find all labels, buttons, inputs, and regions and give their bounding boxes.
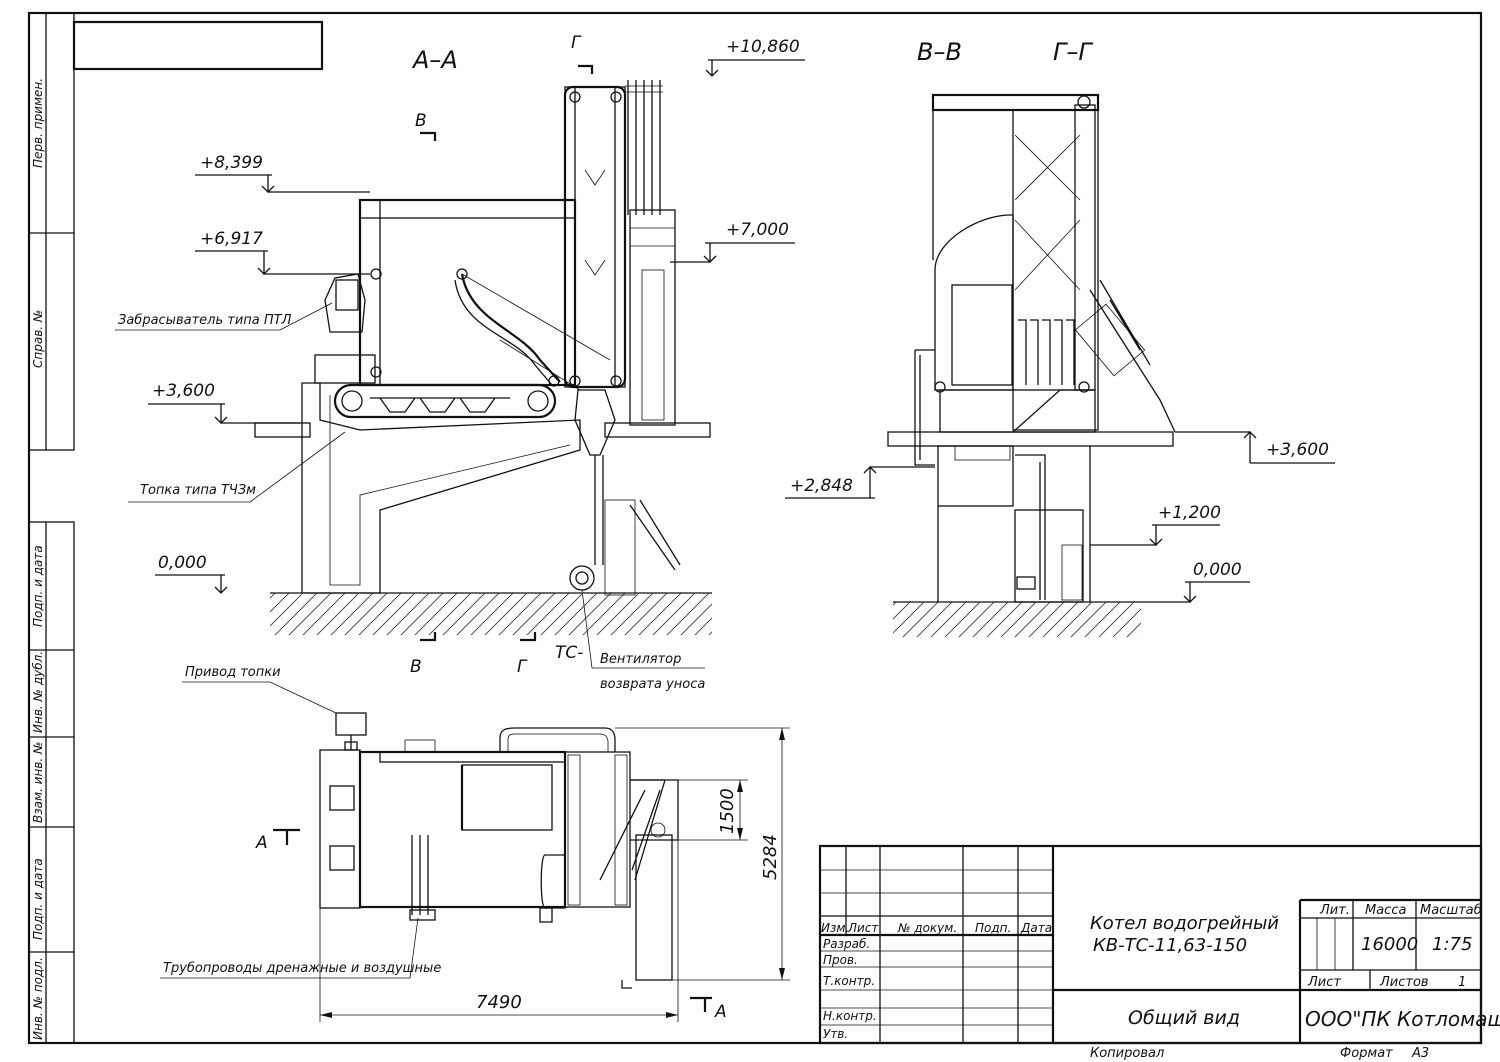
mark-v-bottom: В [410, 657, 422, 677]
callout-drive: Привод топки [182, 665, 337, 714]
tb-utv: Утв. [823, 1027, 848, 1041]
mark-a-bottom: А [714, 1002, 727, 1022]
tb-mass-value: 16000 [1361, 934, 1418, 955]
tb-izm: Изм. [821, 921, 849, 935]
mark-g-bottom: Г [517, 657, 528, 677]
elevation-8399: +8,399 [195, 153, 370, 193]
tb-company: ООО"ПК Котломаш" [1305, 1007, 1500, 1031]
svg-text:+1,200: +1,200 [1158, 503, 1221, 523]
svg-text:+8,399: +8,399 [200, 153, 263, 173]
svg-text:возврата уноса: возврата уноса [600, 677, 705, 692]
elevation-2848: +2,848 [785, 466, 935, 499]
stamp-vzam-inv: Взам. инв. № [31, 742, 45, 823]
section-aa-view [254, 80, 712, 635]
dimension-height: 5284 [615, 727, 790, 981]
tb-tkontr: Т.контр. [823, 974, 875, 988]
stamp-perv-primen: Перв. примен. [31, 78, 45, 168]
svg-text:5284: 5284 [760, 834, 781, 880]
tb-sign: Подп. [975, 921, 1011, 935]
mark-v-top: В [415, 111, 427, 131]
tb-sheet-label: Лист [1307, 975, 1341, 990]
svg-text:+3,600: +3,600 [1266, 440, 1329, 460]
svg-text:Вентилятор: Вентилятор [600, 652, 681, 667]
elevation-1200: +1,200 [1090, 503, 1221, 546]
elevation-6917: +6,917 [195, 229, 370, 275]
elevation-3600-vv: +3,600 [1175, 431, 1335, 464]
tb-lit-label: Лит. [1319, 903, 1350, 918]
svg-text:+6,917: +6,917 [200, 229, 263, 249]
section-aa-title: А–А [411, 46, 458, 74]
svg-text:Трубопроводы дренажные и возду: Трубопроводы дренажные и воздушные [163, 961, 441, 976]
title-block [818, 844, 1483, 1045]
svg-text:+7,000: +7,000 [726, 220, 789, 240]
tb-doc: № докум. [897, 921, 957, 935]
svg-text:Топка типа ТЧЗм: Топка типа ТЧЗм [140, 483, 256, 498]
sheet-frame [27, 11, 1483, 1045]
svg-text:Привод топки: Привод топки [185, 665, 281, 680]
tb-list: Лист [847, 921, 879, 935]
tb-razrab: Разраб. [823, 937, 870, 951]
elevation-3600-aa: +3,600 [148, 381, 300, 424]
callout-pipes: Трубопроводы дренажные и воздушные [160, 917, 441, 979]
stamp-podp-data-1: Подп. и дата [31, 545, 45, 627]
callout-furnace: Топка типа ТЧЗм [128, 431, 346, 503]
plan-view [319, 712, 679, 989]
stamp-inv-podl: Инв. № подл. [31, 957, 45, 1040]
section-gg-title: Г–Г [1053, 38, 1093, 66]
mark-g-top: Г [571, 33, 582, 53]
tb-subtitle: Общий вид [1128, 1007, 1240, 1029]
tb-nkontr: Н.контр. [823, 1009, 877, 1023]
svg-text:0,000: 0,000 [158, 553, 207, 573]
svg-text:7490: 7490 [476, 992, 522, 1013]
tb-scale-label: Масштаб [1420, 903, 1482, 918]
svg-text:+10,860: +10,860 [726, 37, 800, 57]
tb-sheets-label: Листов [1379, 975, 1429, 990]
dimension-sub: 1500 [678, 779, 748, 841]
svg-text:+3,600: +3,600 [152, 381, 215, 401]
mark-a-left: А [255, 833, 268, 853]
svg-text:+2,848: +2,848 [790, 476, 853, 496]
callout-fan: Вентилятор возврата уноса [581, 589, 705, 692]
tb-mass-label: Масса [1365, 903, 1406, 918]
tb-prov: Пров. [823, 953, 858, 967]
elevation-0000-aa: 0,000 [155, 553, 228, 594]
tb-date: Дата [1020, 921, 1052, 935]
mark-tc: ТС- [555, 643, 583, 663]
elevation-0000-vv: 0,000 [1141, 560, 1250, 603]
elevation-10860: +10,860 [705, 37, 805, 77]
svg-text:0,000: 0,000 [1193, 560, 1242, 580]
section-vv-view [887, 93, 1176, 637]
tb-title-line2: КВ-ТС-11,63-150 [1093, 935, 1247, 956]
copied-by: Копировал [1090, 1046, 1164, 1061]
format-label: Формат [1340, 1046, 1393, 1061]
tb-title-line1: Котел водогрейный [1090, 913, 1279, 934]
tb-scale-value: 1:75 [1432, 934, 1472, 955]
format-value: A3 [1411, 1046, 1429, 1061]
svg-text:Забрасыватель типа ПТЛ: Забрасыватель типа ПТЛ [118, 313, 292, 328]
stamp-podp-data-2: Подп. и дата [31, 858, 45, 940]
dimension-width: 7490 [319, 840, 679, 1022]
tb-sheets-value: 1 [1458, 975, 1466, 990]
callout-spreader: Забрасыватель типа ПТЛ [115, 302, 333, 331]
section-vv-title: В–В [917, 38, 962, 66]
svg-text:1500: 1500 [717, 788, 738, 834]
stamp-inv-dubl: Инв. № дубл. [31, 651, 45, 733]
stamp-sprav: Справ. № [31, 310, 45, 368]
elevation-7000: +7,000 [670, 220, 795, 263]
